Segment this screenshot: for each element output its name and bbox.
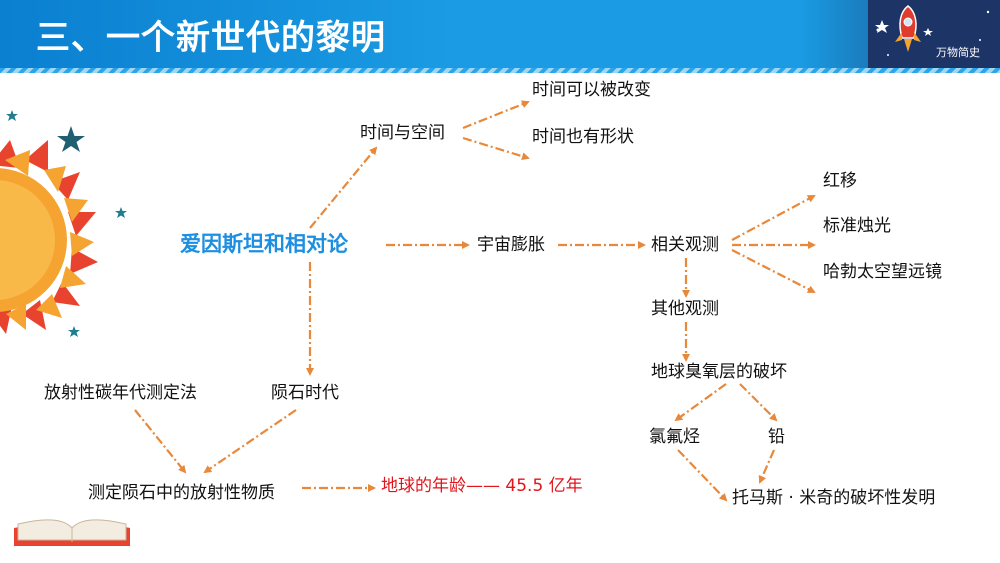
book-icon: [14, 519, 130, 546]
node-ozone-destruction: 地球臭氧层的破坏: [651, 362, 787, 382]
arrow-ozone-to-cfc: [674, 383, 727, 422]
node-universe-expansion: 宇宙膨胀: [477, 235, 545, 255]
node-related-observation: 相关观测: [651, 235, 719, 255]
arrow-lead-to-midgley: [758, 449, 776, 484]
arrow-related-to-hubble: [731, 249, 816, 293]
node-space-time: 时间与空间: [360, 123, 445, 143]
node-einstein-relativity: 爱因斯坦和相对论: [180, 232, 348, 256]
node-other-observation: 其他观测: [651, 299, 719, 319]
node-carbon-dating: 放射性碳年代测定法: [44, 383, 197, 403]
arrow-carbon-to-radioactive: [134, 409, 187, 474]
star-icon: [115, 207, 127, 218]
arrow-related-to-redshift: [731, 195, 816, 241]
node-meteorite-age: 陨石时代: [271, 383, 339, 403]
node-midgley-invention: 托马斯 · 米奇的破坏性发明: [732, 488, 936, 508]
arrow-spacetime-to-shape: [462, 136, 530, 161]
node-lead: 铅: [768, 427, 785, 447]
header-stripe: [0, 68, 1000, 73]
arrow-cfc-to-midgley: [677, 449, 728, 502]
node-standard-candle: 标准烛光: [823, 216, 891, 236]
arrow-spacetime-to-changeable: [462, 100, 530, 130]
star-icon: [57, 126, 85, 152]
node-time-changeable: 时间可以被改变: [532, 80, 651, 100]
node-hubble-telescope: 哈勃太空望远镜: [823, 262, 942, 282]
logo-panel: [868, 0, 1000, 68]
star-icon: [68, 326, 80, 337]
node-cfc: 氯氟烃: [649, 427, 700, 447]
node-redshift: 红移: [823, 171, 857, 191]
arrow-ozone-to-lead: [739, 383, 778, 422]
arrow-root-to-spacetime: [309, 146, 378, 229]
sun-icon: [0, 140, 98, 334]
page-title: 三、一个新世代的黎明: [36, 18, 386, 58]
brand-label: 万物简史: [936, 46, 980, 59]
star-icon: [6, 110, 18, 121]
node-time-shape: 时间也有形状: [532, 127, 634, 147]
arrow-meteorite-to-radioactive: [203, 409, 297, 474]
node-radioactive-material: 测定陨石中的放射性物质: [88, 483, 275, 503]
node-earth-age: 地球的年龄—— 45.5 亿年: [381, 476, 583, 496]
rocket-icon: [875, 5, 990, 56]
header-bar: [0, 0, 1000, 68]
